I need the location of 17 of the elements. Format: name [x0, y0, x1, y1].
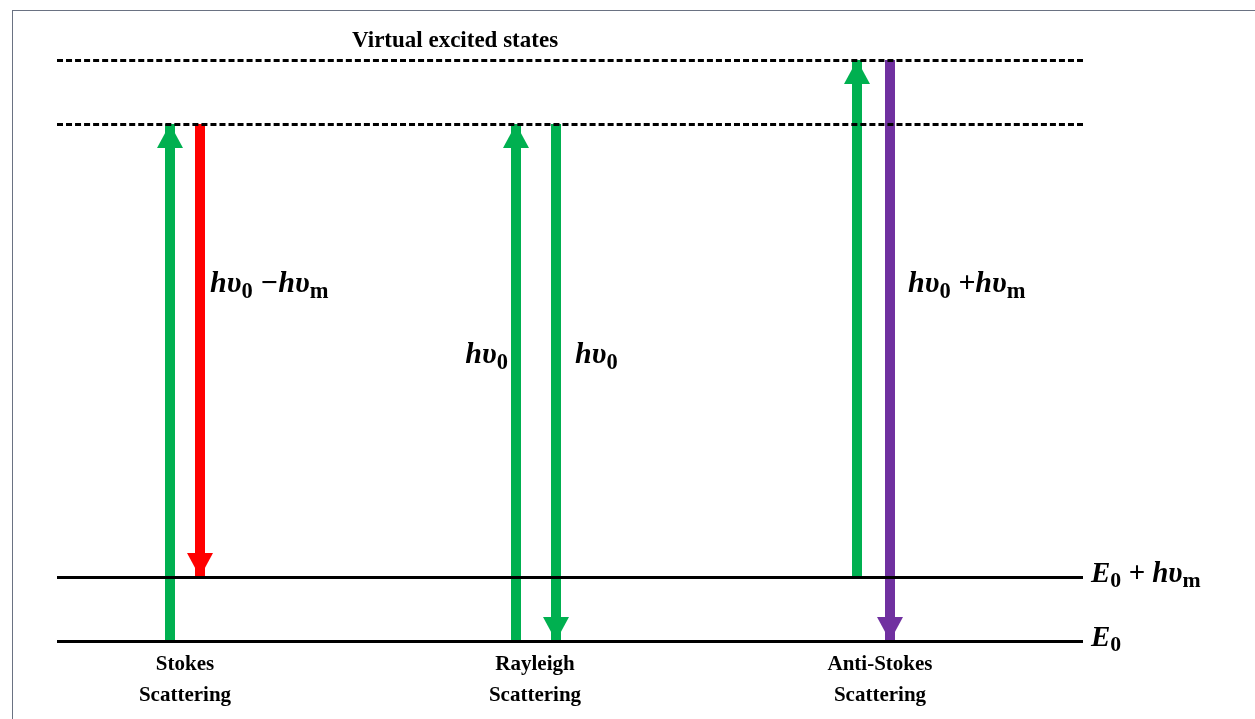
arrow	[877, 60, 903, 641]
dashed-level-line	[57, 123, 1083, 126]
arrow	[157, 124, 183, 641]
level-heading: Virtual excited states	[352, 26, 559, 54]
edge-label: hυ$_{0}$	[575, 335, 618, 373]
scattering-label: Rayleigh Scattering	[487, 650, 583, 708]
scattering-label: Anti-Stokes Scattering	[826, 650, 934, 708]
edge-label: hυ$_{0}$ −hυ$_{m}$	[210, 264, 329, 302]
edge-label: hυ$_{0}$	[465, 335, 508, 373]
scattering-label: Stokes Scattering	[137, 650, 233, 708]
arrow	[844, 60, 870, 577]
arrow	[187, 124, 213, 577]
edge-label: hυ$_{0}$ +hυ$_{m}$	[908, 264, 1026, 302]
arrow	[543, 124, 569, 641]
level-label: E$_{0}$	[1091, 619, 1122, 654]
level-label: E$_{0}$ + hυ$_{m}$	[1091, 555, 1201, 590]
arrow	[503, 124, 529, 641]
